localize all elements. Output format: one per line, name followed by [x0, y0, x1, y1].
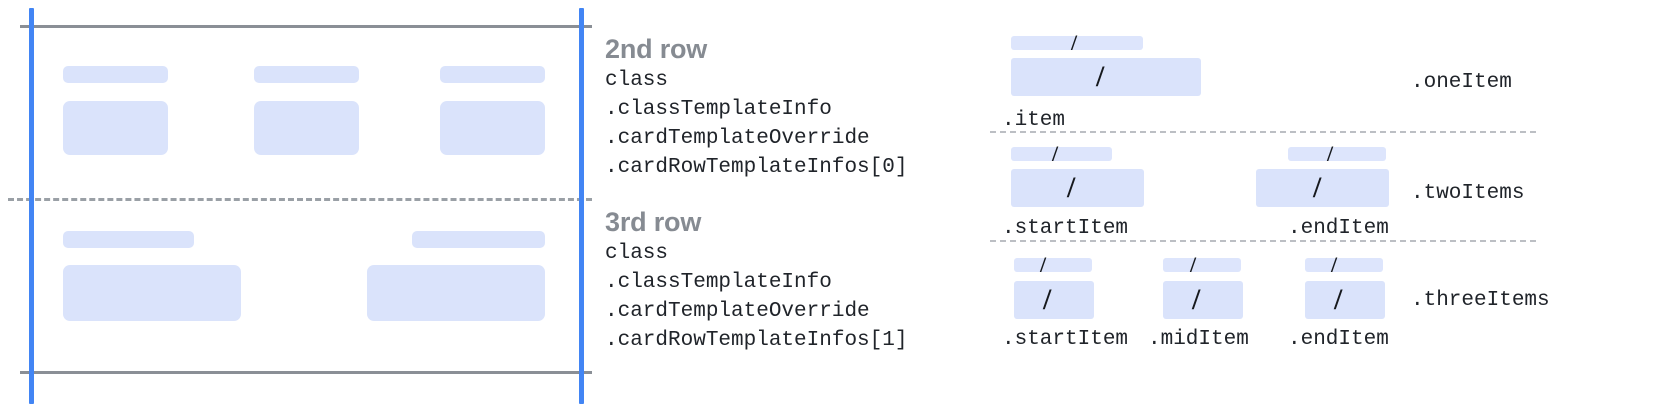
card-top-border	[20, 25, 592, 28]
placeholder-label-bar	[440, 66, 545, 83]
item-label-start-item: .startItem	[1002, 217, 1129, 240]
placeholder-content-box	[63, 101, 168, 155]
placeholder-label-bar	[63, 231, 194, 248]
row-annotation-code-line: .cardRowTemplateInfos[0]	[605, 156, 908, 179]
item-top-bar	[1011, 36, 1143, 50]
card-row-divider	[8, 198, 592, 201]
item-label-start-item: .startItem	[1002, 328, 1129, 351]
placeholder-label-bar	[63, 66, 168, 83]
row-annotation-code-line: .classTemplateInfo	[605, 271, 832, 294]
row-annotation-code-line: .cardTemplateOverride	[605, 300, 870, 323]
row-annotation-code-line: .cardTemplateOverride	[605, 127, 870, 150]
item-main-bar	[1011, 169, 1144, 207]
item-main-bar	[1256, 169, 1389, 207]
item-main-bar	[1163, 281, 1243, 319]
placeholder-content-box	[367, 265, 545, 321]
placeholder-content-box	[440, 101, 545, 155]
card-bottom-border	[20, 371, 592, 374]
item-label-item: .item	[1002, 109, 1066, 132]
group-label-two-items-section: .twoItems	[1411, 182, 1525, 205]
left-edge-guide	[29, 8, 34, 404]
item-main-bar	[1305, 281, 1385, 319]
item-top-bar	[1163, 258, 1241, 272]
item-top-bar	[1014, 258, 1092, 272]
item-top-bar	[1011, 147, 1112, 161]
item-top-bar	[1305, 258, 1383, 272]
row-annotation-code-line: class	[605, 69, 669, 92]
third-row-annotation: 3rd row class .classTemplateInfo .cardTempl…	[605, 205, 907, 355]
right-edge-guide	[579, 8, 584, 404]
row-annotation-code-line: .classTemplateInfo	[605, 98, 832, 121]
item-main-bar	[1014, 281, 1094, 319]
item-label-end-item: .endItem	[1288, 328, 1389, 351]
placeholder-content-box	[63, 265, 241, 321]
item-label-mid-item: .midItem	[1148, 328, 1249, 351]
second-row-annotation: 2nd row class .classTemplateInfo .cardTempl…	[605, 32, 907, 182]
row-annotation-code-line: .cardRowTemplateInfos[1]	[605, 329, 908, 352]
item-top-bar	[1288, 147, 1386, 161]
placeholder-label-bar	[412, 231, 545, 248]
placeholder-content-box	[254, 101, 359, 155]
item-main-bar	[1011, 58, 1201, 96]
section-separator	[990, 131, 1536, 133]
row-annotation-code-line: class	[605, 242, 669, 265]
card-row-placeholder-diagram	[0, 0, 600, 412]
row-annotation-heading: 3rd row	[605, 207, 702, 237]
group-label-three-items-section: .threeItems	[1411, 289, 1550, 312]
group-label-one-item-section: .oneItem	[1411, 71, 1512, 94]
placeholder-label-bar	[254, 66, 359, 83]
section-separator	[990, 240, 1536, 242]
item-label-end-item: .endItem	[1288, 217, 1389, 240]
row-annotation-heading: 2nd row	[605, 34, 708, 64]
